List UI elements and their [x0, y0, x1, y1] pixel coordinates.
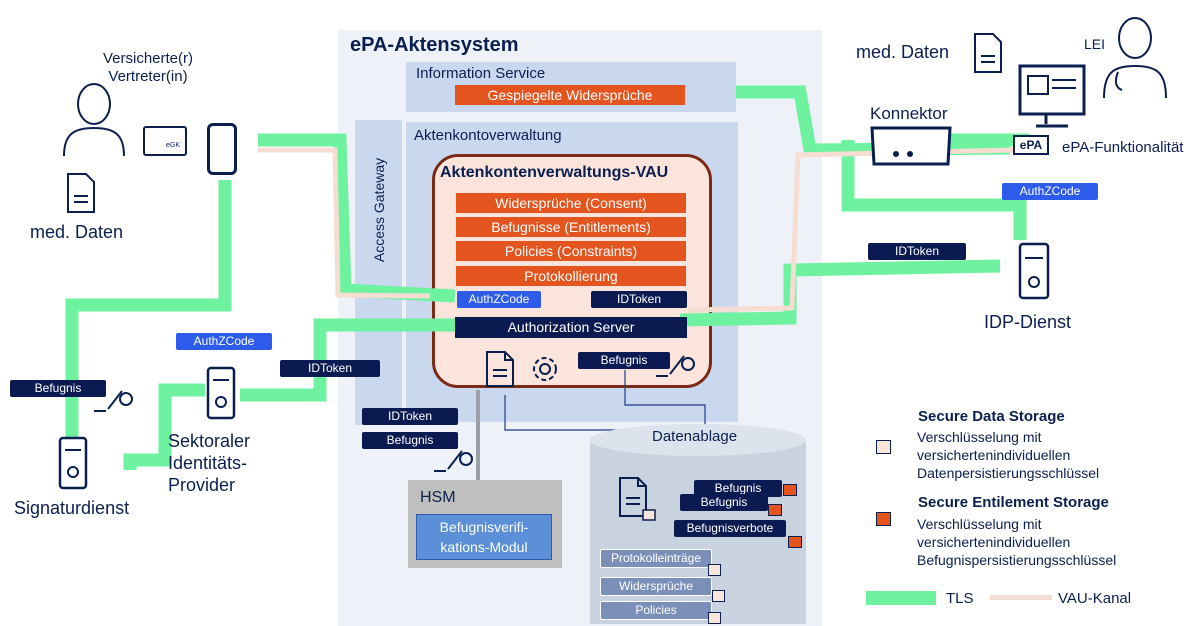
storage-policies: Policies: [600, 601, 712, 620]
server-icon: [58, 436, 88, 490]
connector-label: Konnektor: [870, 104, 948, 123]
befugnis-token-gateway: Befugnis: [362, 432, 458, 449]
legend-vau-label: VAU-Kanal: [1058, 590, 1132, 607]
authzcode-token-right: AuthZCode: [1002, 183, 1098, 200]
doctor-icon: [1103, 17, 1167, 99]
befugnis-token-left: Befugnis: [10, 380, 106, 397]
document-lock-icon: [619, 477, 656, 521]
storage-befugnisverbote: Befugnisverbote: [674, 520, 786, 537]
vau-item-policies: Policies (Constraints): [456, 241, 686, 261]
epa-system-title: ePA-Aktensystem: [350, 34, 519, 56]
orange-lock-icon: [876, 512, 891, 526]
lei-label: LEI: [1084, 36, 1106, 52]
idtoken-token-vau: IDToken: [591, 291, 687, 308]
legend-secure-data-text: Verschlüsselung mit versicherten­individ…: [917, 429, 1100, 481]
information-service-label: Information Service: [416, 65, 546, 82]
datenablage-label: Datenablage: [652, 428, 738, 445]
epa-functionality-label: ePA-Funktionalität: [1062, 139, 1184, 156]
med-data-left: med. Daten: [30, 222, 124, 242]
legend-secure-data-title: Secure Data Storage: [918, 408, 1065, 425]
signature-seal-icon: [656, 355, 695, 377]
smartphone-icon: [207, 123, 237, 175]
legend-vau-swatch: [990, 595, 1052, 600]
mirrored-objections-box: Gespiegelte Widersprüche: [455, 85, 685, 105]
lock-icon: [712, 590, 725, 602]
signature-seal-icon: [434, 450, 473, 472]
orange-lock-icon: [788, 536, 802, 548]
legend-tls-label: TLS: [946, 590, 974, 607]
vau-item-logging: Protokollierung: [456, 266, 686, 286]
authzcode-token-left: AuthZCode: [176, 333, 272, 350]
lock-icon: [876, 440, 891, 454]
epa-badge: ePA: [1013, 135, 1049, 155]
orange-lock-icon: [768, 504, 782, 516]
connector-device-icon: [870, 126, 952, 166]
document-icon: [486, 351, 514, 387]
vau-title: Aktenkontenverwaltungs-VAU: [440, 164, 669, 181]
lock-icon: [708, 612, 721, 624]
storage-protokolleintraege: Protokolleinträge: [600, 549, 712, 568]
person-icon: [63, 83, 125, 157]
storage-befugnis-1: Befugnis: [694, 480, 782, 497]
server-icon: [1018, 242, 1050, 300]
legend-secure-ent-text: Verschlüsselung mit versicherten­individ…: [917, 516, 1117, 568]
gear-icon: [533, 357, 557, 381]
authorization-server-box: Authorization Server: [455, 317, 687, 338]
idp-left-label: Sektoraler Identitäts- Provider: [168, 431, 251, 495]
vau-item-consent: Widersprüche (Consent): [456, 193, 686, 213]
idtoken-token-left: IDToken: [280, 360, 380, 377]
vau-item-entitlements: Befugnisse (Entitlements): [456, 217, 686, 237]
signature-service-label: Signaturdienst: [14, 498, 130, 518]
lock-icon: [708, 564, 721, 576]
idtoken-token-right: IDToken: [868, 243, 966, 260]
insured-label: Versicherte(r) Vertreter(in): [102, 50, 194, 85]
signature-seal-icon: [94, 390, 133, 412]
legend-tls-swatch: [866, 591, 936, 605]
authzcode-token-vau: AuthZCode: [457, 291, 541, 308]
orange-lock-icon: [783, 484, 797, 496]
document-icon: [974, 33, 1002, 73]
hsm-title: HSM: [420, 489, 456, 506]
idp-service-label: IDP-Dienst: [984, 312, 1072, 332]
storage-widersprueche: Widersprüche: [600, 577, 712, 596]
legend-secure-ent-title: Secure Entilement Storage: [918, 494, 1109, 511]
egk-label: eGK: [166, 142, 181, 149]
server-icon: [206, 366, 236, 420]
monitor-icon: [1018, 64, 1086, 128]
med-data-right: med. Daten: [856, 42, 950, 62]
document-icon: [67, 173, 95, 213]
befugnis-token-vau: Befugnis: [578, 352, 670, 369]
idtoken-token-gateway: IDToken: [362, 408, 458, 425]
account-management-label: Aktenkontoverwaltung: [414, 127, 562, 144]
hsm-module-box: Befugnisverifi- kations-Modul: [416, 514, 552, 560]
egk-card-icon: [143, 126, 187, 156]
storage-befugnis-2: Befugnis: [680, 494, 768, 511]
